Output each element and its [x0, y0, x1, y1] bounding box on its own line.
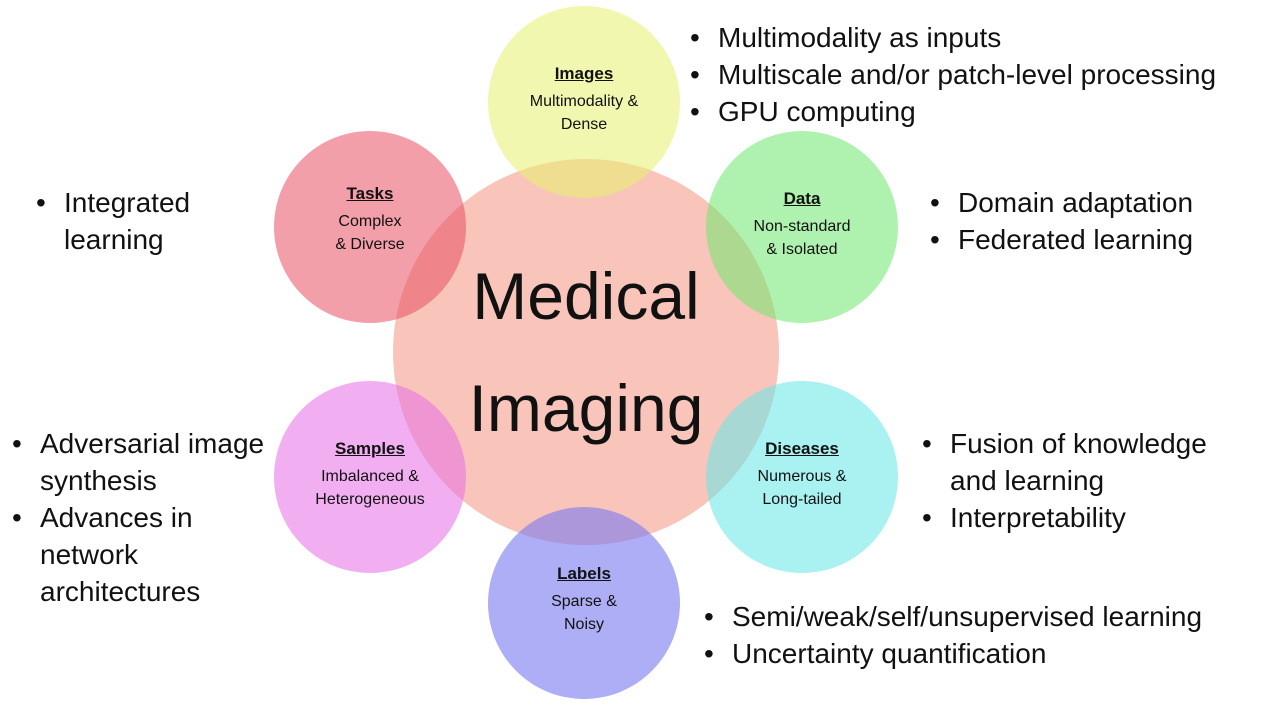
- data-node-label: Data Non-standard & Isolated: [706, 187, 898, 261]
- images-node-line2: Dense: [560, 116, 608, 133]
- samples-node-label: Samples Imbalanced & Heterogeneous: [274, 437, 466, 511]
- tasks-node-line2: & Diverse: [335, 236, 405, 253]
- tasks-node-line1: Complex: [338, 213, 402, 230]
- diseases-circle: [706, 381, 898, 573]
- bullet-item: GPU computing: [688, 93, 1268, 130]
- tasks-node-title: Tasks: [346, 184, 394, 203]
- bullet-item: Domain adaptation: [928, 184, 1248, 221]
- tasks-bullets: Integrated learning: [34, 184, 234, 258]
- images-bullets: Multimodality as inputs Multiscale and/o…: [688, 19, 1268, 130]
- samples-node-line2: Heterogeneous: [315, 491, 425, 508]
- diseases-node-line1: Numerous &: [757, 468, 847, 485]
- samples-node-title: Samples: [335, 439, 405, 458]
- bullet-item: Semi/weak/self/unsupervised learning: [702, 598, 1262, 635]
- samples-bullets: Adversarial image synthesis Advances in …: [10, 425, 270, 610]
- bullet-item: Interpretability: [920, 499, 1250, 536]
- labels-circle: [488, 507, 680, 699]
- labels-node-line1: Sparse &: [551, 593, 617, 610]
- bullet-item: Integrated learning: [34, 184, 234, 258]
- center-title-line2: Imaging: [468, 371, 704, 445]
- labels-node-line2: Noisy: [563, 616, 604, 633]
- labels-bullets: Semi/weak/self/unsupervised learning Unc…: [702, 598, 1262, 672]
- bullet-item: Fusion of knowledge and learning: [920, 425, 1250, 499]
- images-node-label: Images Multimodality & Dense: [488, 62, 680, 136]
- data-node-line1: Non-standard: [753, 218, 851, 235]
- images-node-title: Images: [554, 64, 614, 83]
- diseases-node-label: Diseases Numerous & Long-tailed: [706, 437, 898, 511]
- bullet-item: Advances in network architectures: [10, 499, 270, 610]
- images-circle: [488, 6, 680, 198]
- bullet-item: Uncertainty quantification: [702, 635, 1262, 672]
- samples-circle: [274, 381, 466, 573]
- diseases-bullets: Fusion of knowledge and learning Interpr…: [920, 425, 1250, 536]
- bullet-item: Federated learning: [928, 221, 1248, 258]
- diseases-node-title: Diseases: [765, 439, 839, 458]
- labels-node-title: Labels: [557, 564, 611, 583]
- data-circle: [706, 131, 898, 323]
- bullet-item: Multimodality as inputs: [688, 19, 1268, 56]
- tasks-circle: [274, 131, 466, 323]
- bullet-item: Adversarial image synthesis: [10, 425, 270, 499]
- data-bullets: Domain adaptation Federated learning: [928, 184, 1248, 258]
- center-title-line1: Medical: [472, 259, 700, 333]
- tasks-node-label: Tasks Complex & Diverse: [274, 182, 466, 256]
- bullet-item: Multiscale and/or patch-level processing: [688, 56, 1268, 93]
- samples-node-line1: Imbalanced &: [321, 468, 419, 485]
- labels-node-label: Labels Sparse & Noisy: [488, 562, 680, 636]
- data-node-title: Data: [783, 189, 821, 208]
- diseases-node-line2: Long-tailed: [762, 491, 842, 508]
- images-node-line1: Multimodality &: [529, 93, 639, 110]
- data-node-line2: & Isolated: [766, 241, 838, 258]
- center-title: Medical Imaging: [393, 240, 779, 464]
